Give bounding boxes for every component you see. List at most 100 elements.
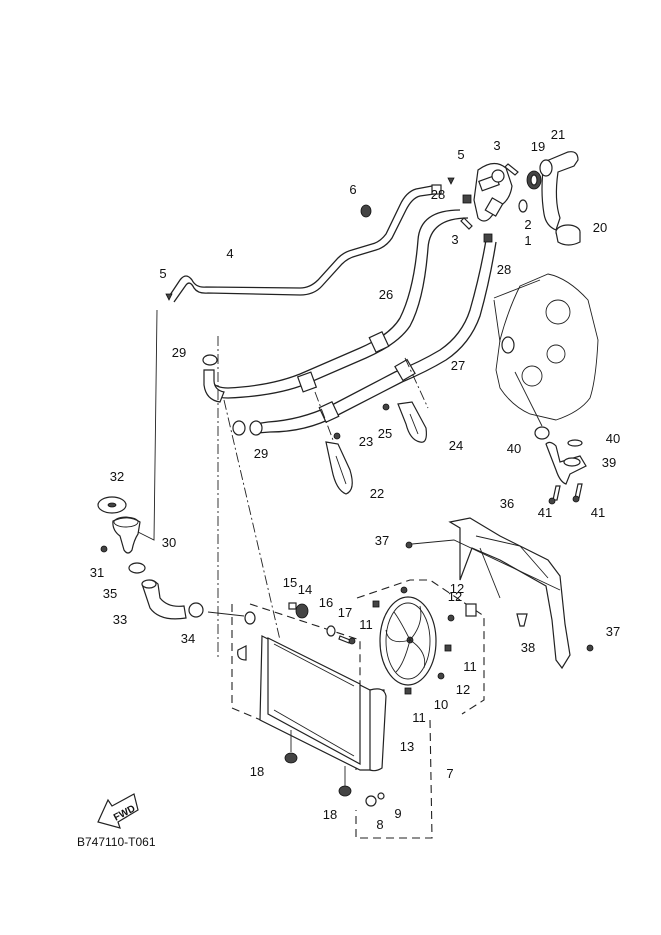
bolt-17 xyxy=(338,635,356,645)
callout-28: 28 xyxy=(431,187,445,202)
callout-41: 41 xyxy=(591,505,605,520)
callout-12: 12 xyxy=(450,581,464,596)
bolt-41-left xyxy=(548,485,561,505)
callout-8: 8 xyxy=(376,817,383,832)
callout-27: 27 xyxy=(451,358,465,373)
callout-23: 23 xyxy=(359,434,373,449)
bolt-3-upper xyxy=(504,163,519,176)
nut-11-b xyxy=(444,644,452,652)
screw-37-left xyxy=(405,541,413,549)
clamp-20 xyxy=(555,224,581,246)
o-ring-40-left xyxy=(534,426,550,440)
o-ring-40-right xyxy=(567,439,583,447)
callout-17: 17 xyxy=(338,605,352,620)
radiator-inlet xyxy=(237,611,256,661)
callout-6: 6 xyxy=(349,182,356,197)
callout-39: 39 xyxy=(602,455,616,470)
callout-26: 26 xyxy=(379,287,393,302)
bolt-25 xyxy=(382,403,390,411)
callout-20: 20 xyxy=(593,220,607,235)
callout-15: 15 xyxy=(283,575,297,590)
clamp-5-upper xyxy=(447,177,455,185)
bolt-41-right xyxy=(572,483,583,503)
callout-40: 40 xyxy=(507,441,521,456)
callout-29: 29 xyxy=(254,446,268,461)
callout-11: 11 xyxy=(412,710,426,725)
fwd-direction-arrow: FWD xyxy=(97,793,139,829)
shroud-36 xyxy=(448,517,571,670)
callout-37: 37 xyxy=(375,533,389,548)
filler-neck-30 xyxy=(112,516,141,554)
washer-16 xyxy=(326,625,336,637)
callout-12: 12 xyxy=(456,682,470,697)
callout-2: 2 xyxy=(524,217,531,232)
clamp-28-lower xyxy=(483,233,493,243)
hose-4 xyxy=(167,184,442,303)
bracket-24 xyxy=(397,401,427,443)
callout-40: 40 xyxy=(606,431,620,446)
callout-7: 7 xyxy=(446,766,453,781)
screw-31 xyxy=(100,545,108,553)
clamp-19 xyxy=(526,170,542,190)
callout-14: 14 xyxy=(298,582,312,597)
clamp-29-lower xyxy=(232,420,246,436)
callout-18: 18 xyxy=(250,764,264,779)
callout-3: 3 xyxy=(451,232,458,247)
callout-13: 13 xyxy=(400,739,414,754)
clamp-28-upper xyxy=(462,194,472,204)
callout-24: 24 xyxy=(449,438,463,453)
callout-33: 33 xyxy=(113,612,127,627)
callout-18: 18 xyxy=(323,807,337,822)
bolt-3-lower xyxy=(460,217,473,230)
callout-5: 5 xyxy=(457,147,464,162)
callout-10: 10 xyxy=(434,697,448,712)
nut-11-c xyxy=(404,687,412,695)
collar-15 xyxy=(288,602,297,610)
callout-25: 25 xyxy=(378,426,392,441)
callout-19: 19 xyxy=(531,139,545,154)
callout-labels: 1233455678910111111121212131415161718181… xyxy=(90,127,620,832)
callout-4: 4 xyxy=(226,246,233,261)
callout-21: 21 xyxy=(551,127,565,142)
o-ring-9 xyxy=(377,792,385,800)
bolt-12-b xyxy=(447,614,455,622)
rivet-38 xyxy=(516,613,528,627)
hose-27 xyxy=(249,239,497,436)
clamp-35 xyxy=(128,562,146,574)
hose-33 xyxy=(141,579,187,620)
radiator-13 xyxy=(259,635,387,772)
grommet-14 xyxy=(295,603,309,619)
grommet-18-left xyxy=(284,752,298,764)
nut-8 xyxy=(365,795,377,807)
callout-12: 12 xyxy=(448,589,462,604)
screw-37-right xyxy=(586,644,594,652)
bracket-22 xyxy=(325,441,353,495)
callout-11: 11 xyxy=(359,617,373,632)
bolt-23 xyxy=(333,432,341,440)
clamp-29-upper xyxy=(202,354,218,366)
callout-32: 32 xyxy=(110,469,124,484)
bolt-12-a xyxy=(400,586,408,594)
callout-38: 38 xyxy=(521,640,535,655)
engine-crankcase xyxy=(495,273,599,421)
callout-34: 34 xyxy=(181,631,195,646)
callout-1: 1 xyxy=(524,233,531,248)
grommet-18-right xyxy=(338,785,352,797)
o-ring-2 xyxy=(518,199,528,213)
callout-28: 28 xyxy=(497,262,511,277)
thermostat-housing xyxy=(473,162,513,222)
clamp-6 xyxy=(360,204,372,218)
callout-3: 3 xyxy=(493,138,500,153)
callout-29: 29 xyxy=(172,345,186,360)
outlet-pipe-39 xyxy=(545,441,587,485)
hose-26 xyxy=(203,209,469,403)
bolt-12-c xyxy=(437,672,445,680)
nut-11-a xyxy=(372,600,380,608)
clamp-34 xyxy=(188,602,204,618)
callout-9: 9 xyxy=(394,806,401,821)
clamp-5-lower xyxy=(165,293,173,301)
callout-16: 16 xyxy=(319,595,333,610)
callout-11: 11 xyxy=(463,659,477,674)
callout-41: 41 xyxy=(538,505,552,520)
